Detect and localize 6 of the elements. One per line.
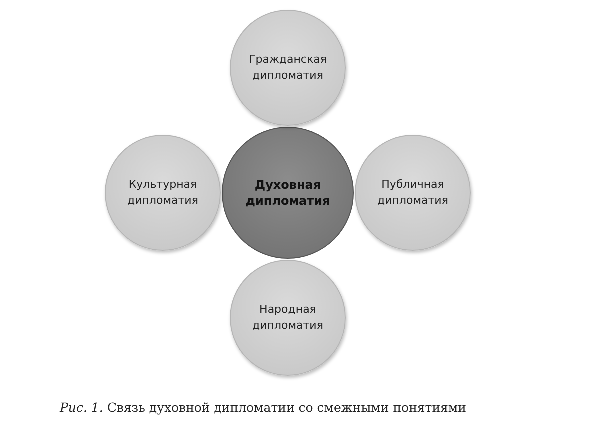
figure-caption: Рис. 1. Связь духовной дипломатии со смежными понятиями <box>60 400 468 415</box>
node-label: Народная дипломатия <box>252 302 324 334</box>
node-label: Публичная дипломатия <box>376 177 450 209</box>
node-label: Культурная дипломатия <box>126 177 200 209</box>
node-label: Гражданская дипломатия <box>248 52 328 84</box>
node-label: Духовная дипломатия <box>244 177 332 209</box>
